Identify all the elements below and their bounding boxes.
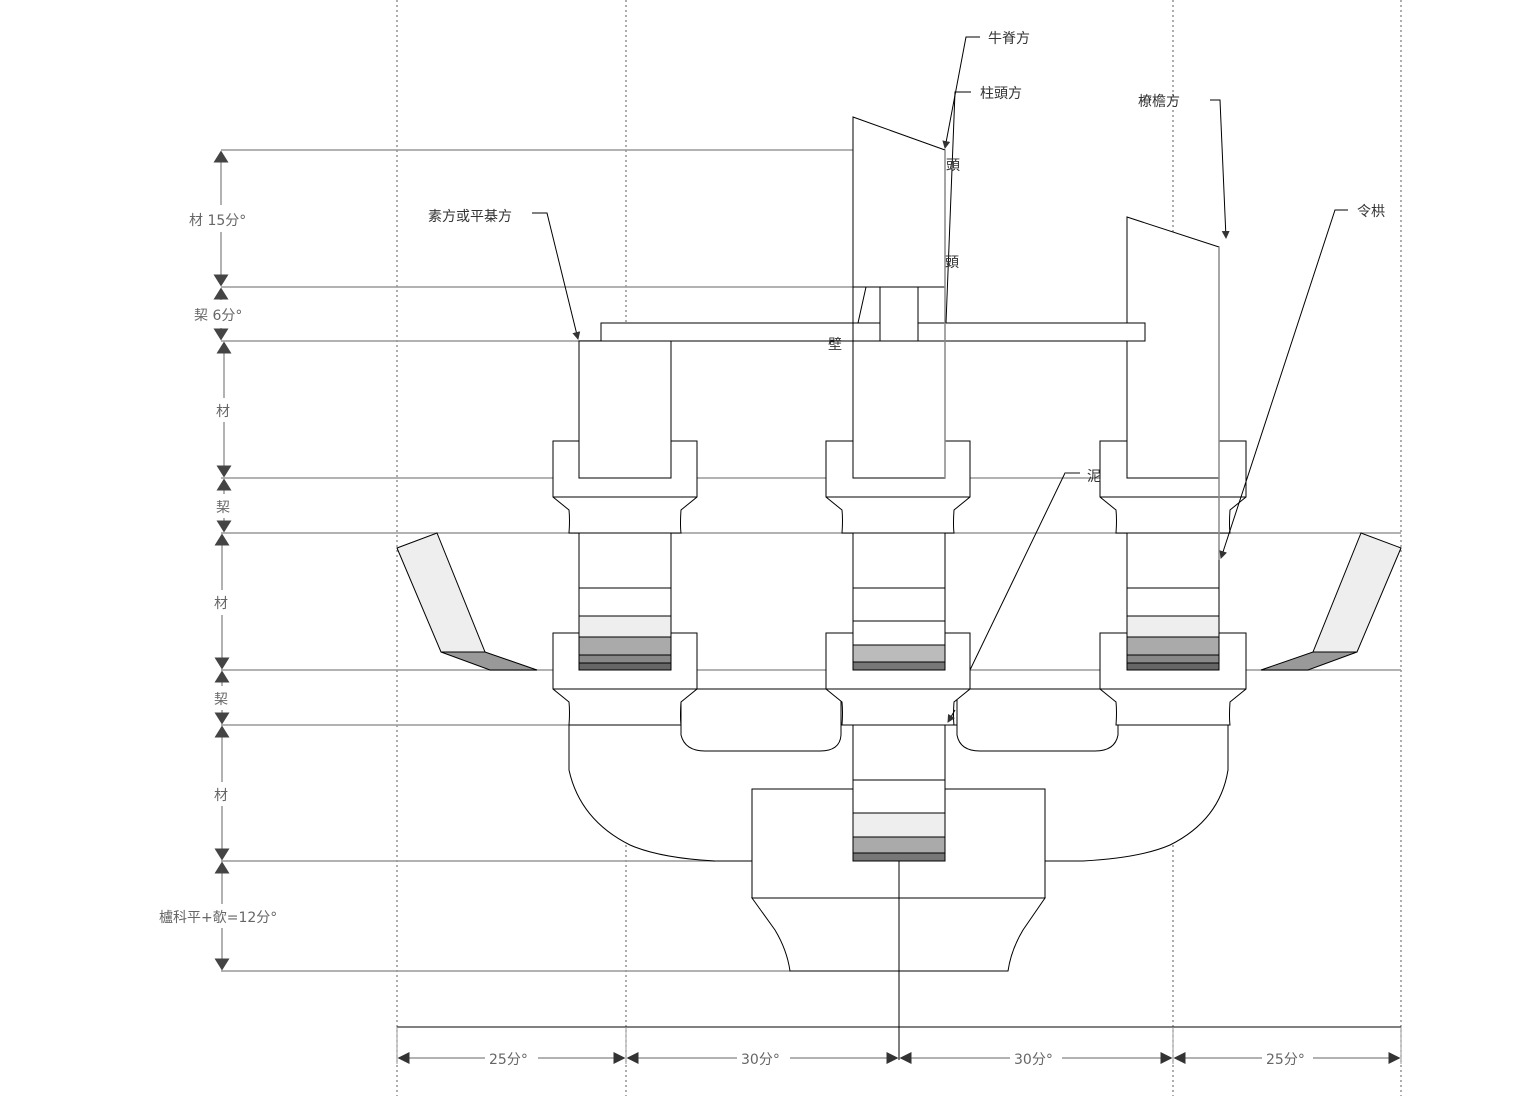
dim-25: 25分°: [489, 1052, 528, 1068]
label-su-fang: 素方或平棊方: [428, 209, 512, 225]
slanted-arm-left: [396, 532, 538, 671]
label-ling-gong: 令栱: [1357, 204, 1385, 220]
dim-ludou: 櫨科平+欹=12分°: [159, 910, 277, 926]
stack-bottom-center: [852, 724, 946, 862]
label-bi: 壁: [828, 337, 842, 353]
dim-25: 25分°: [1266, 1052, 1305, 1068]
dim-cai-15: 材 15分°: [189, 213, 246, 229]
label-liao-yan-fang: 橑檐方: [1138, 93, 1180, 110]
stack-left: [578, 532, 672, 671]
vertical-dimensions: [213, 150, 232, 971]
label-tou: 頭: [945, 255, 959, 271]
label-zhu-tou-fang: 柱頭方: [980, 86, 1022, 102]
stack-center: [852, 532, 946, 671]
dim-cai: 材: [216, 404, 230, 420]
slanted-arm-right: [1260, 532, 1402, 671]
upper-blocks: [578, 116, 1220, 479]
label-niu-ji-fang: 牛脊方: [988, 31, 1030, 47]
label-ni: 泥: [1087, 469, 1101, 485]
label-tou: 頭: [946, 158, 960, 174]
stack-right: [1126, 532, 1220, 671]
dim-cai: 材: [214, 596, 228, 612]
dim-30: 30分°: [741, 1052, 780, 1068]
level-lines: [221, 149, 1401, 972]
dim-cai: 材: [214, 788, 228, 804]
dim-qi-6: 栔 6分°: [194, 308, 242, 324]
dim-30: 30分°: [1014, 1052, 1053, 1068]
dim-qi: 栔: [216, 500, 230, 516]
horizontal-dimensions: [396, 1026, 1402, 1064]
dim-qi: 栔: [214, 692, 228, 708]
